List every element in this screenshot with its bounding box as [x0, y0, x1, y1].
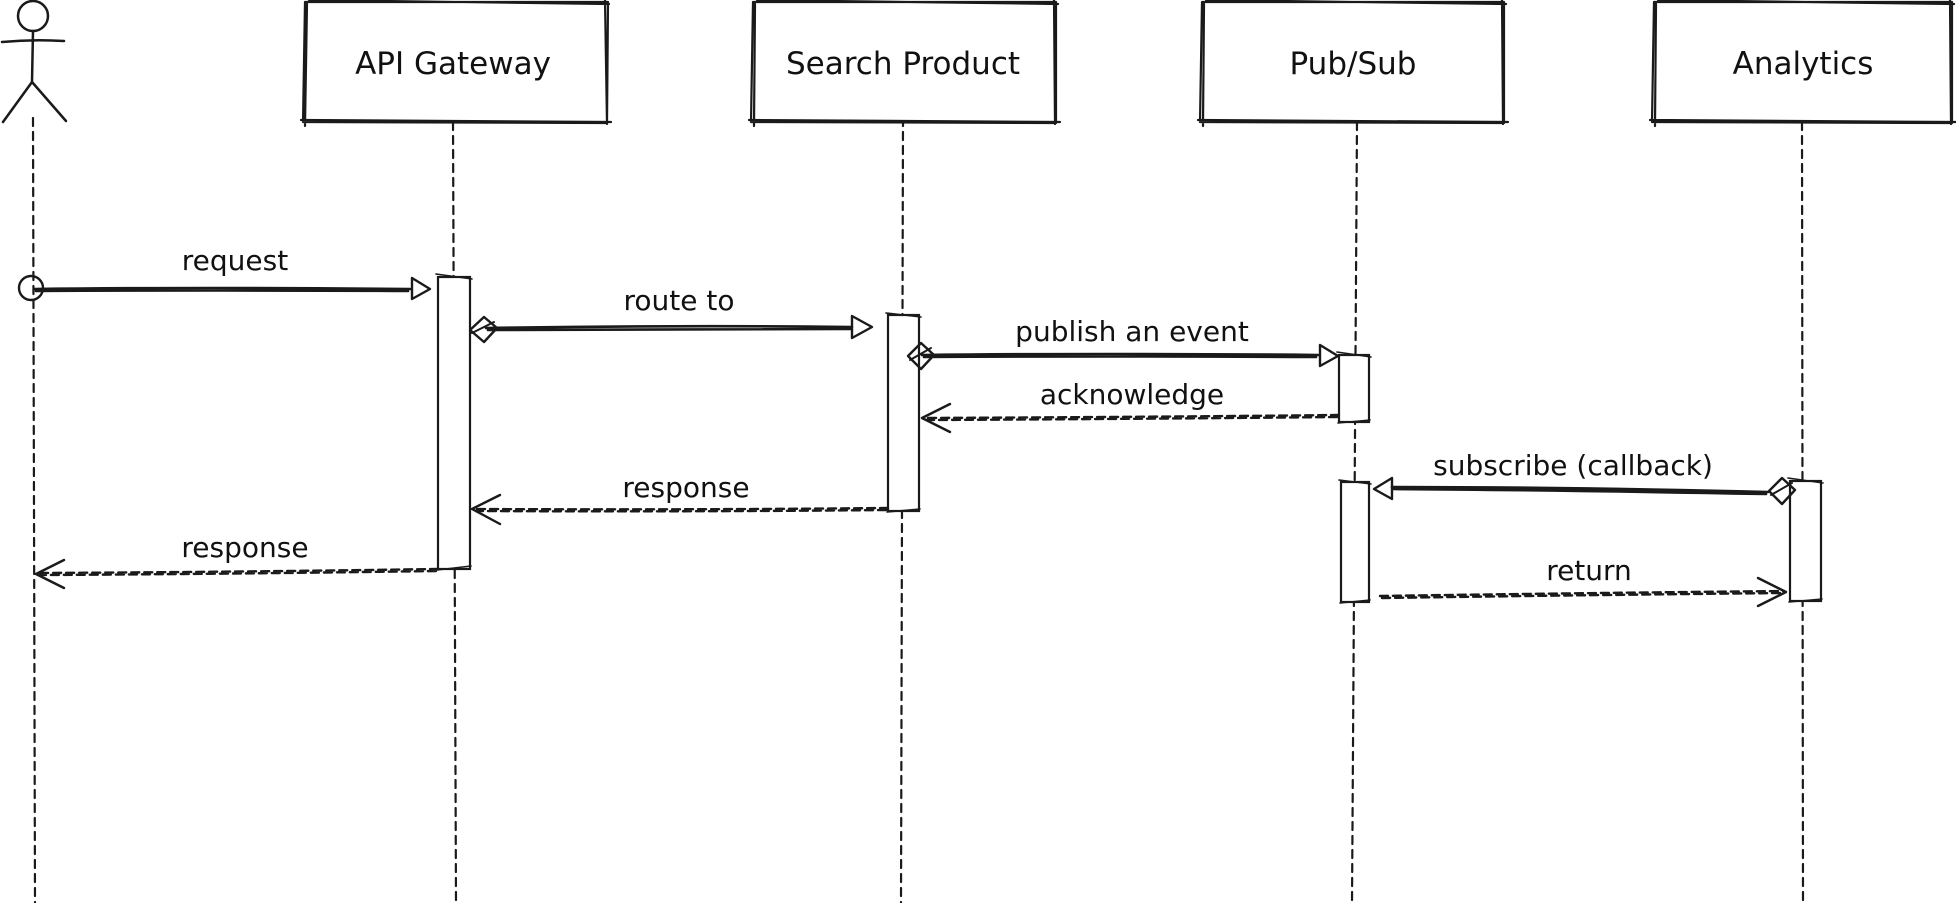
activation-search-product	[886, 313, 921, 513]
message-arrow	[1390, 485, 1770, 496]
message-label: response	[622, 471, 749, 504]
message-label: publish an event	[1015, 315, 1249, 348]
pubsub-lifeline	[1350, 120, 1359, 903]
arrowhead-icon	[850, 314, 874, 340]
message-start-diamond	[1767, 476, 1797, 506]
message-response-gateway-to-actor: response	[34, 531, 440, 590]
message-arrow	[36, 567, 440, 577]
message-arrow	[472, 506, 890, 513]
actor-arms	[0, 38, 66, 44]
message-request: request	[17, 244, 432, 302]
activation-pubsub-1	[1337, 353, 1371, 424]
actor-lifeline	[31, 116, 37, 903]
api-gateway-lifeline	[451, 120, 458, 903]
message-label: request	[182, 244, 288, 277]
participant-search-product: Search Product	[747, 0, 1062, 128]
open-arrowhead-icon	[1756, 576, 1788, 608]
message-arrow	[484, 324, 854, 332]
message-route-to: route to	[468, 284, 874, 344]
activation-api-gateway	[436, 275, 472, 571]
message-arrow	[32, 286, 412, 293]
message-label: route to	[624, 284, 735, 317]
message-publish-an-event: publish an event	[906, 315, 1340, 371]
participant-label: Analytics	[1733, 46, 1874, 82]
message-arrow	[1378, 589, 1786, 600]
message-label: response	[181, 531, 308, 564]
arrowhead-icon	[1372, 476, 1394, 501]
participant-api-gateway: API Gateway	[299, 0, 613, 128]
message-label: return	[1546, 554, 1632, 587]
participant-pubsub: Pub/Sub	[1196, 0, 1510, 128]
arrowhead-icon	[1318, 343, 1340, 368]
message-label: subscribe (callback)	[1433, 449, 1713, 482]
activation-analytics	[1788, 479, 1823, 603]
message-label: acknowledge	[1040, 378, 1224, 411]
participant-label: Pub/Sub	[1290, 46, 1417, 82]
actor-body	[30, 29, 35, 84]
message-arrow	[920, 352, 1320, 359]
actor-legs	[1, 80, 68, 124]
arrowhead-icon	[410, 276, 432, 301]
message-acknowledge: acknowledge	[920, 378, 1341, 434]
message-arrow	[922, 413, 1341, 422]
actor-stick-figure	[0, 0, 68, 124]
actor-head	[16, 0, 50, 33]
open-arrowhead-icon	[34, 558, 66, 590]
message-subscribe-callback: subscribe (callback)	[1372, 449, 1797, 506]
message-response-search-to-gateway: response	[470, 471, 890, 526]
activations	[435, 273, 1824, 604]
analytics-lifeline	[1800, 120, 1805, 903]
participant-label: API Gateway	[355, 46, 551, 82]
open-arrowhead-icon	[470, 493, 502, 526]
participant-analytics: Analytics	[1648, 0, 1956, 128]
message-return: return	[1378, 554, 1788, 608]
participant-label: Search Product	[786, 46, 1020, 82]
activation-pubsub-2	[1339, 480, 1371, 604]
open-arrowhead-icon	[920, 402, 952, 434]
